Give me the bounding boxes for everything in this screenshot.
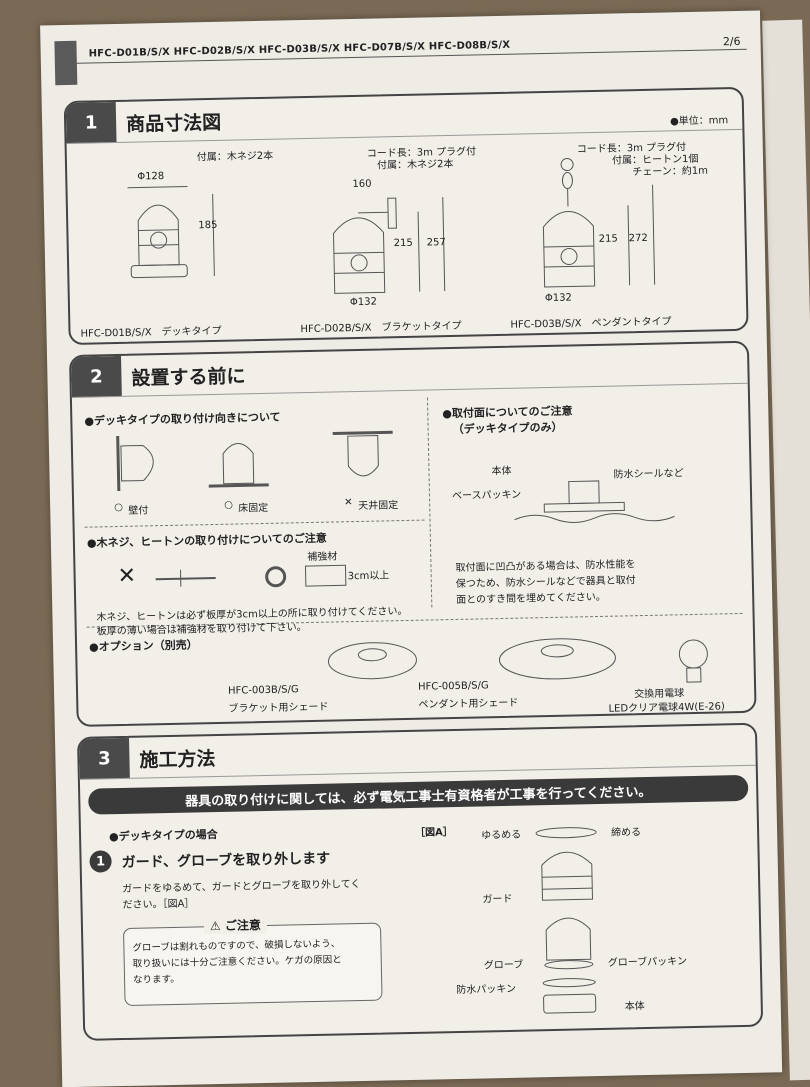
caution-body: グローブは割れものですので、破損しないよう、 取り扱いには十分ご注意ください。ケ… xyxy=(132,936,373,989)
symbol-ng-ceiling: ✕ xyxy=(344,497,353,508)
screw-title: ●木ネジ、ヒートンの取り付けについてのご注意 xyxy=(87,530,327,551)
label-thickness: 3cm以上 xyxy=(347,566,389,582)
page-number: 2/6 xyxy=(723,35,741,48)
bulb-icon xyxy=(673,638,714,689)
caution-title: ⚠ ご注意 xyxy=(204,916,267,934)
deck-case-title: ●デッキタイプの場合 xyxy=(109,826,218,844)
ceiling-mount-label: 天井固定 xyxy=(358,496,398,512)
divider-vertical xyxy=(427,397,432,607)
section-dimensions: 1 商品寸法図 ●単位：mm 付属：木ネジ2本 Φ128 185 HFC-D01… xyxy=(64,87,749,345)
label-guard: ガード xyxy=(482,890,512,906)
option-title: ●オプション（別売） xyxy=(89,636,198,654)
option-shade-2-drawing xyxy=(497,636,618,683)
wall-mount-label: 壁付 xyxy=(128,501,148,516)
pendant-height-2: 272 xyxy=(629,233,648,244)
label-body: 本体 xyxy=(625,997,645,1012)
exploded-view-drawing xyxy=(526,824,620,1026)
pendant-height-1: 215 xyxy=(599,233,618,244)
symbol-ok-wall: ○ xyxy=(114,502,123,513)
section-header: 3 施工方法 xyxy=(79,725,756,780)
label-globe: グローブ xyxy=(484,956,524,972)
section-title: 施工方法 xyxy=(139,744,216,773)
label-globe-packing: グローブパッキン xyxy=(608,952,687,969)
step-title: ガード、グローブを取り外します xyxy=(121,848,330,872)
orientation-title: ●デッキタイプの取り付け向きについて xyxy=(84,409,281,429)
mount-note-3: 面とのすき間を埋めてください。 xyxy=(456,588,606,606)
screw-note-2: 板厚の薄い場合は補強材を取り付けて下さい。 xyxy=(97,618,307,637)
header-bar xyxy=(54,41,77,85)
step-number: 1 xyxy=(89,850,111,872)
bracket-model: HFC-D02B/S/X ブラケットタイプ xyxy=(300,317,461,335)
label-loosen: ゆるめる xyxy=(481,826,521,842)
section-title: 設置する前に xyxy=(131,361,246,390)
header-models: HFC-D01B/S/X HFC-D02B/S/X HFC-D03B/S/X H… xyxy=(89,40,511,60)
deck-accessory: 付属：木ネジ2本 xyxy=(197,147,274,164)
pendant-model: HFC-D03B/S/X ペンダントタイプ xyxy=(510,312,671,330)
deck-height: 185 xyxy=(198,220,217,231)
section-number: 2 xyxy=(71,356,122,397)
option-1-model: HFC-003B/S/G xyxy=(228,684,299,696)
option-shade-1-drawing xyxy=(327,640,418,682)
unit-label: ●単位：mm xyxy=(670,111,729,127)
bracket-accessory: 付属：木ネジ2本 xyxy=(377,155,454,172)
section-header: 1 商品寸法図 ●単位：mm xyxy=(66,89,743,144)
bracket-height-2: 257 xyxy=(427,237,446,248)
option-2-name: ペンダント用シェード xyxy=(418,694,518,711)
label-body: 本体 xyxy=(491,462,511,477)
mount-surface-subtitle: （デッキタイプのみ） xyxy=(452,419,562,437)
bracket-lamp-drawing xyxy=(318,191,450,314)
section-number: 3 xyxy=(79,738,130,779)
section-installation: 3 施工方法 器具の取り付けに関しては、必ず電気工事士有資格者が工事を行ってくだ… xyxy=(77,723,763,1041)
section-before-install: 2 設置する前に ●デッキタイプの取り付け向きについて ○ 壁付 ○ 床固定 ✕… xyxy=(69,341,757,727)
divider-horizontal xyxy=(85,520,425,528)
symbol-ng-screw: ✕ xyxy=(117,564,136,589)
floor-mount-label: 床固定 xyxy=(238,499,268,515)
section-number: 1 xyxy=(66,102,117,143)
pendant-lamp-drawing xyxy=(517,155,660,308)
mount-surface-diagram xyxy=(514,474,675,527)
step-desc-2: ださい。［図A］ xyxy=(122,895,194,912)
step-desc-1: ガードをゆるめて、ガードとグローブを取り外してく xyxy=(122,875,361,895)
label-base-packing: ベースパッキン xyxy=(452,486,522,502)
orientation-diagrams xyxy=(113,430,404,496)
label-waterproof-packing: 防水パッキン xyxy=(456,980,516,996)
option-1-name: ブラケット用シェード xyxy=(228,698,328,715)
bracket-height-1: 215 xyxy=(394,238,413,249)
deck-lamp-drawing xyxy=(117,184,229,296)
bracket-depth: 160 xyxy=(352,179,371,190)
option-3-name: LEDクリア電球4W(E-26) xyxy=(608,697,725,714)
pendant-width: Φ132 xyxy=(545,292,572,304)
bracket-width: Φ132 xyxy=(350,297,377,309)
section-header: 2 設置する前に xyxy=(71,343,748,398)
deck-model: HFC-D01B/S/X デッキタイプ xyxy=(80,322,221,340)
mount-note-2: 保つため、防水シールなどで器具と取付 xyxy=(456,571,636,590)
option-2-model: HFC-005B/S/G xyxy=(418,680,489,692)
label-reinforce: 補強材 xyxy=(307,547,337,563)
symbol-ok-floor: ○ xyxy=(224,500,233,511)
deck-width: Φ128 xyxy=(137,171,164,183)
instruction-sheet: HFC-D01B/S/X HFC-D02B/S/X HFC-D03B/S/X H… xyxy=(40,10,782,1087)
section-title: 商品寸法図 xyxy=(126,108,222,137)
electrician-warning-banner: 器具の取り付けに関しては、必ず電気工事士有資格者が工事を行ってください。 xyxy=(88,775,748,815)
caution-box: ⚠ ご注意 グローブは割れものですので、破損しないよう、 取り扱いには十分ご注意… xyxy=(123,923,383,1006)
figure-label: ［図A］ xyxy=(415,823,453,839)
